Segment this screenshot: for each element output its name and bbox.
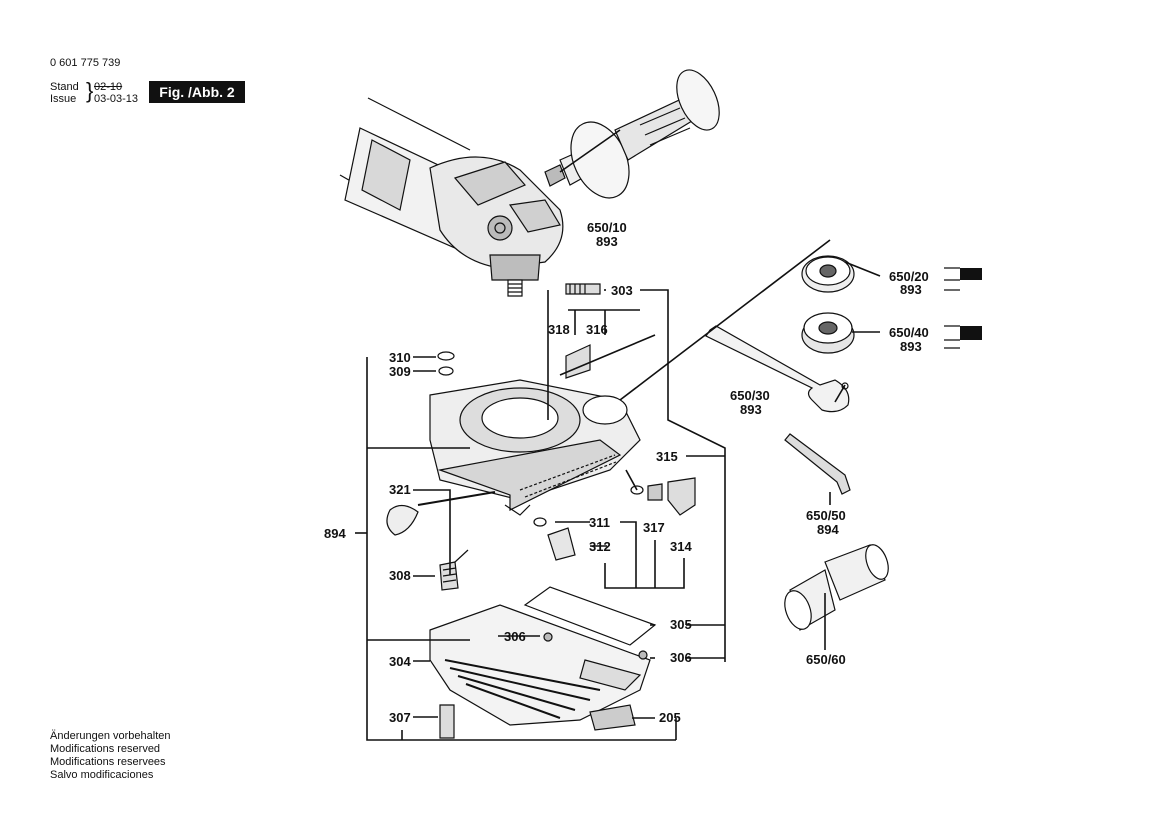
base-plate-drawing	[429, 586, 657, 739]
callout-315: 315	[656, 449, 678, 464]
callout-650-30-sub: 893	[740, 402, 762, 417]
adapter-drawing	[784, 544, 889, 631]
callout-306-right: 306	[670, 650, 692, 665]
part-number: 0 601 775 739	[50, 57, 121, 69]
issue-label: Issue	[50, 93, 77, 105]
note-es: Salvo modificaciones	[50, 769, 154, 781]
figure-badge: Fig. /Abb. 2	[149, 81, 245, 103]
issue-value: 03-03-13	[94, 93, 139, 105]
angle-grinder-drawing	[339, 97, 564, 297]
callout-650-50: 650/50	[806, 508, 846, 523]
clamping-nut-drawing	[801, 312, 855, 354]
note-en: Modifications reserved	[50, 743, 161, 755]
callout-312: 312	[589, 539, 611, 554]
auxiliary-handle-drawing	[544, 69, 720, 199]
callout-303: 303	[611, 283, 633, 298]
callout-650-20: 650/20	[889, 269, 929, 284]
note-fr: Modifications reservees	[50, 756, 166, 768]
callout-305: 305	[670, 617, 692, 632]
flange-nut-drawing	[801, 255, 855, 293]
callout-317: 317	[643, 520, 665, 535]
brace-icon: }	[86, 78, 94, 103]
callout-314: 314	[670, 539, 692, 554]
cutting-guide-drawing	[429, 379, 641, 516]
callout-307: 307	[389, 710, 411, 725]
callout-321: 321	[389, 482, 411, 497]
callout-650-30: 650/30	[730, 388, 770, 403]
callout-650-10: 650/10	[587, 220, 627, 235]
callout-304: 304	[389, 654, 411, 669]
stand-label: Stand	[50, 81, 79, 93]
callout-309: 309	[389, 364, 411, 379]
spanner-drawing	[705, 325, 850, 413]
callout-310: 310	[389, 350, 411, 365]
stand-value: 02-10	[94, 81, 123, 93]
callout-650-10-sub: 893	[596, 234, 618, 249]
small-parts-drawing	[386, 283, 696, 591]
callout-205: 205	[659, 710, 681, 725]
note-de: Änderungen vorbehalten	[50, 730, 171, 742]
callout-650-20-sub: 893	[900, 282, 922, 297]
callout-650-40: 650/40	[889, 325, 929, 340]
callout-650-40-sub: 893	[900, 339, 922, 354]
leader-lines	[355, 129, 881, 741]
callout-650-60: 650/60	[806, 652, 846, 667]
thread-symbol-icon	[944, 267, 982, 349]
callout-316: 316	[586, 322, 608, 337]
callout-894: 894	[324, 526, 346, 541]
callout-308: 308	[389, 568, 411, 583]
callout-650-50-sub: 894	[817, 522, 839, 537]
notes-block: Änderungen vorbehalten Modifications res…	[50, 730, 170, 782]
callout-311: 311	[589, 515, 610, 530]
hex-key-drawing	[784, 433, 851, 495]
callout-318: 318	[548, 322, 570, 337]
callout-306-left: 306	[504, 629, 526, 644]
